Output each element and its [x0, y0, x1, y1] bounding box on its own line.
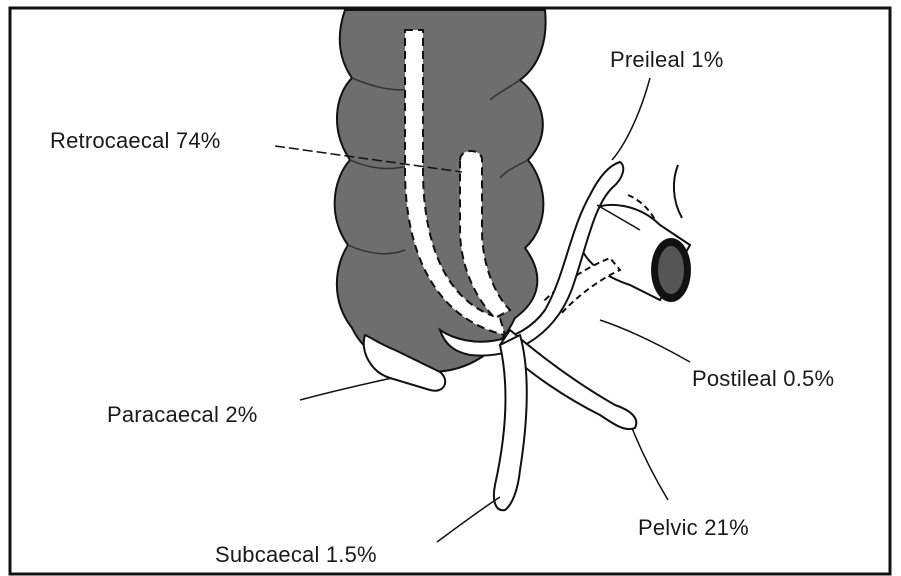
leader-subcaecal	[437, 497, 500, 542]
label-pelvic: Pelvic 21%	[638, 515, 749, 541]
label-subcaecal: Subcaecal 1.5%	[215, 542, 377, 568]
mesentery-line	[674, 165, 682, 218]
caecum	[335, 10, 546, 372]
leader-pelvic	[632, 428, 668, 500]
label-retrocaecal: Retrocaecal 74%	[50, 128, 221, 154]
label-paracaecal: Paracaecal 2%	[107, 402, 258, 428]
leader-postileal	[600, 320, 690, 362]
subcaecal-appendix	[494, 335, 527, 510]
ileum-lumen-inner	[658, 246, 684, 294]
label-postileal: Postileal 0.5%	[692, 366, 834, 392]
leader-paracaecal	[300, 378, 392, 400]
label-preileal: Preileal 1%	[610, 47, 723, 73]
leader-preileal	[612, 78, 650, 160]
